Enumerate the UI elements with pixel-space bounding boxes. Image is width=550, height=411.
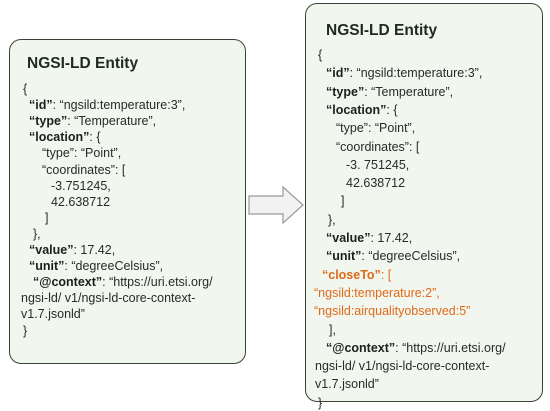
json-key: “id” [326,66,350,81]
json-value: : “degreeCelsius”, [64,259,164,274]
json-key: “@context” [33,275,103,290]
json-line: “unit”: “degreeCelsius”, [29,258,163,274]
json-key: “unit” [29,259,65,274]
json-line: “unit”: “degreeCelsius”, [326,248,460,264]
json-line: “value”: 17.42, [326,230,412,246]
json-line: } [23,323,27,339]
json-value: : “degreeCelsius”, [361,249,461,264]
json-line: “closeTo”: [ [322,267,391,283]
original-entity-card: NGSI-LD Entity {“id”: “ngsild:temperatur… [9,39,246,364]
json-key: “value” [29,243,74,257]
json-line: “type”: “Temperature”, [326,84,453,100]
json-text: ngsi-ld/ v1/ngsi-ld-core-context- [315,359,490,374]
json-text: “type”: “Point”, [42,146,122,161]
json-line: “ngsild:airqualityobserved:5” [314,303,470,319]
json-line: ] [45,210,48,226]
json-line: ngsi-ld/ v1/ngsi-ld-core-context- [315,358,489,374]
json-text: v1.7.jsonld” [21,307,85,322]
json-line: “location”: { [326,102,398,118]
json-line: “@context”: “https://uri.etsi.org/ [33,274,213,290]
json-line: }, [328,212,336,228]
json-text: “coordinates”: [ [42,162,126,177]
json-line: “type”: “Temperature”, [29,113,156,129]
json-key: “location” [29,130,90,145]
json-value: : “Temperature”, [67,114,157,129]
json-line: “coordinates”: [ [336,139,419,155]
json-line: -3.751245, [51,178,111,194]
json-value: : 17.42, [370,231,413,245]
json-text: ngsi-ld/ v1/ngsi-ld-core-context- [21,291,196,306]
json-line: v1.7.jsonld” [315,376,379,392]
json-text: { [318,48,323,62]
json-line: v1.7.jsonld” [21,306,85,322]
json-key: “location” [326,102,387,117]
json-line: { [23,81,27,97]
json-line: “coordinates”: [ [42,162,125,178]
card-title: NGSI-LD Entity [326,22,438,39]
json-value: : “https://uri.etsi.org/ [395,340,506,355]
json-text: ] [45,210,49,225]
json-value: : “Temperature”, [364,84,454,99]
json-line: }, [33,226,41,242]
json-line: “value”: 17.42, [29,242,115,258]
json-value: : “ngsild:temperature:3”, [349,66,483,81]
json-text: “coordinates”: [ [336,139,420,154]
json-text: 42.638712 [51,194,111,209]
json-text: { [23,82,28,96]
json-line: { [318,47,322,63]
json-key: “unit” [326,249,362,264]
json-line: “type”: “Point”, [42,145,121,161]
json-line: “id”: “ngsild:temperature:3”, [29,97,185,113]
json-value: : { [89,130,101,145]
json-line: “type”: “Point”, [336,120,415,136]
json-line: 42.638712 [51,194,110,210]
json-line: “@context”: “https://uri.etsi.org/ [326,340,506,356]
json-text: }, [328,212,336,227]
json-key: “type” [29,114,68,129]
right-arrow-icon [248,185,304,225]
json-key: “value” [326,231,371,245]
enriched-entity-card: NGSI-LD Entity {“id”: “ngsild:temperatur… [305,3,543,410]
json-line: ], [329,322,336,338]
json-text: } [318,395,323,410]
json-value: : 17.42, [73,243,116,257]
json-line: “id”: “ngsild:temperature:3”, [326,65,482,81]
json-value: : “ngsild:temperature:3”, [52,98,186,113]
card-title: NGSI-LD Entity [27,55,139,72]
json-text: “ngsild:airqualityobserved:5” [314,304,471,319]
json-value: : { [386,102,398,117]
json-line: “ngsild:temperature:2”, [314,285,440,301]
json-line: } [318,395,322,411]
json-key: “id” [29,98,53,113]
json-text: ] [341,194,345,209]
json-line: ngsi-ld/ v1/ngsi-ld-core-context- [21,290,195,306]
json-text: “type”: “Point”, [336,121,416,136]
json-text: v1.7.jsonld” [315,377,379,392]
json-line: -3. 751245, [346,157,409,173]
json-line: 42.638712 [346,175,405,191]
json-key: “closeTo” [322,267,381,282]
json-text: -3. 751245, [346,157,410,172]
json-text: }, [33,226,41,241]
json-text: } [23,323,28,338]
json-value: : “https://uri.etsi.org/ [102,275,213,290]
json-line: “location”: { [29,129,101,145]
json-text: -3.751245, [51,178,111,193]
json-text: 42.638712 [346,176,406,191]
json-value: : [ [380,267,392,282]
json-text: ], [329,322,336,337]
json-text: “ngsild:temperature:2”, [314,285,440,300]
json-key: “@context” [326,340,396,355]
json-line: ] [341,193,344,209]
json-key: “type” [326,84,365,99]
